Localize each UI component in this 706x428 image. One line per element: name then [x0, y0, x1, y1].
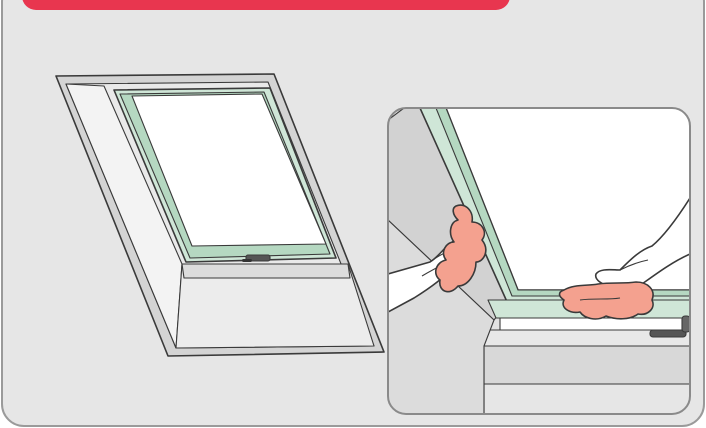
header-banner: [22, 0, 510, 10]
cleaning-detail-panel: [388, 108, 690, 414]
window-handle-icon: [242, 255, 270, 262]
